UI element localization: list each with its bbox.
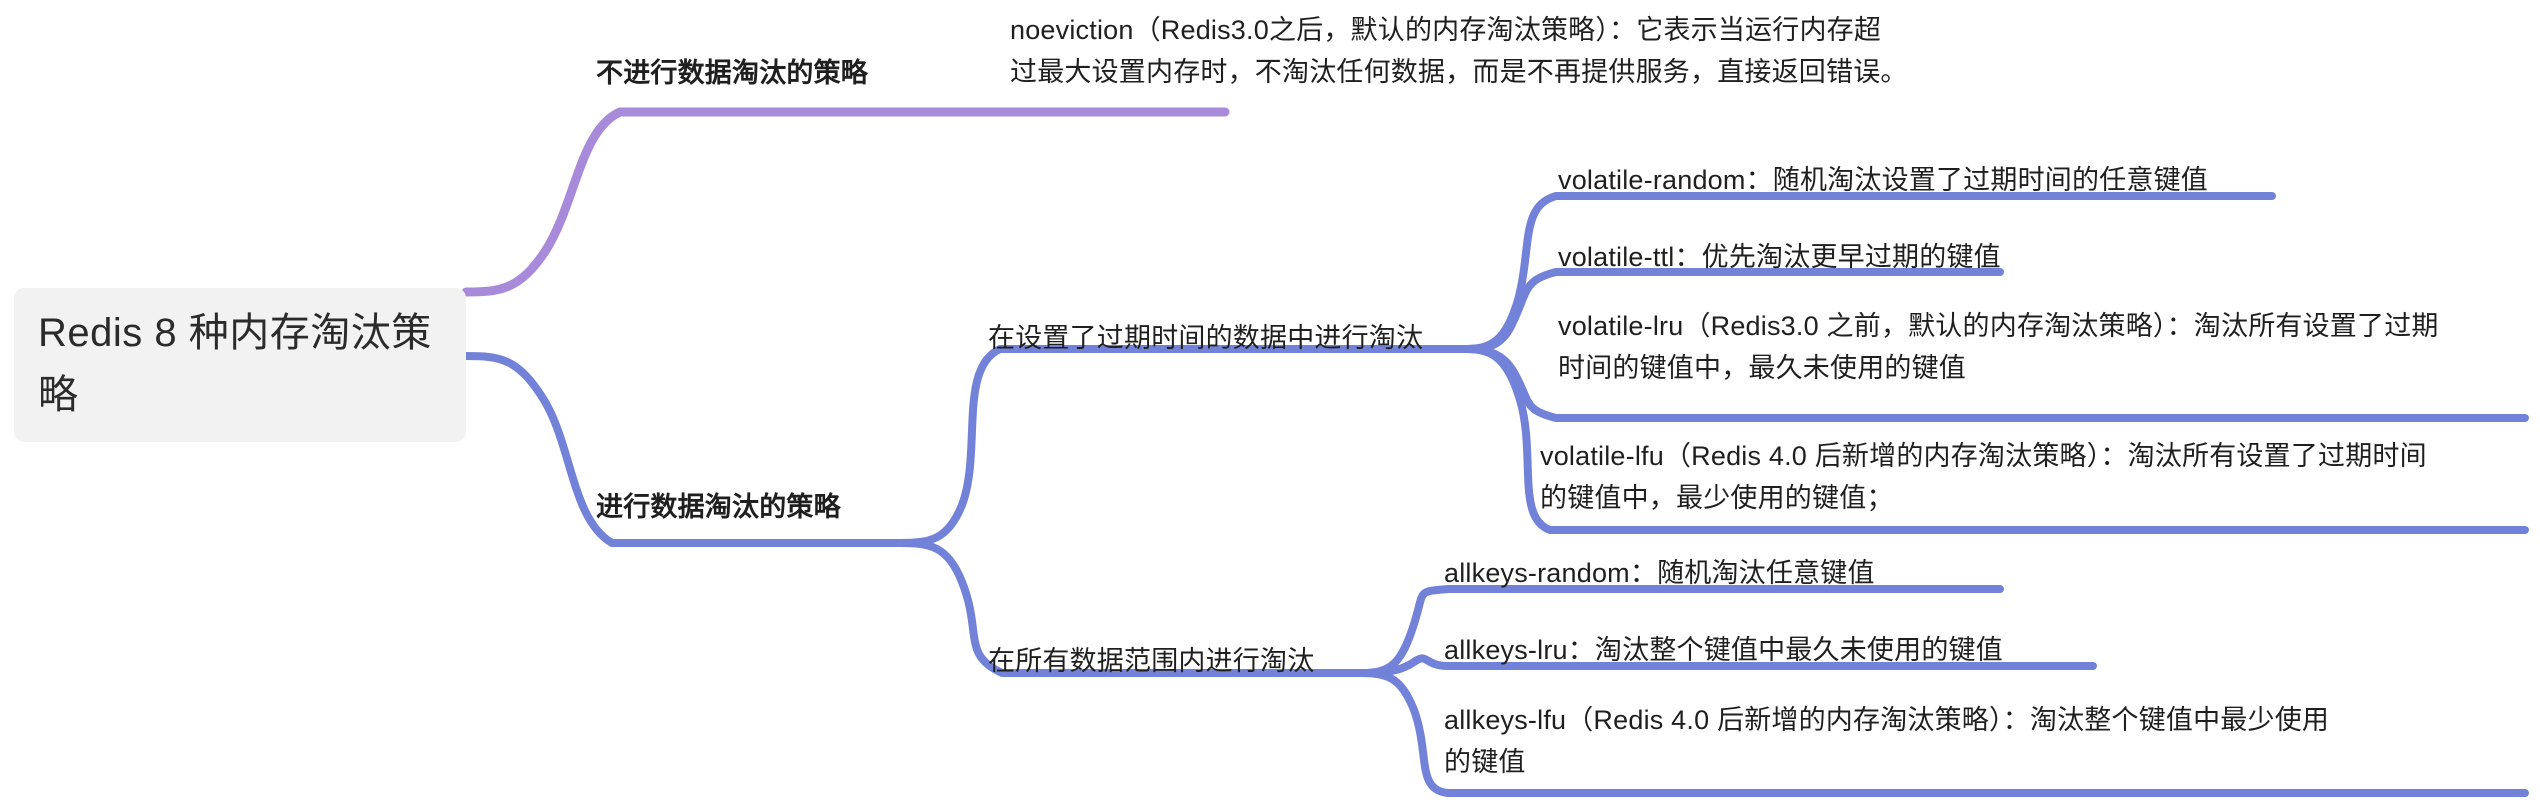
leaf-volatile-lru[interactable]: volatile-lru（Redis3.0 之前，默认的内存淘汰策略）：淘汰所有… bbox=[1558, 311, 2439, 383]
connector-root-to-noeviction-branch bbox=[461, 107, 1230, 297]
leaf-volatile-ttl[interactable]: volatile-ttl：优先淘汰更早过期的键值 bbox=[1558, 242, 2001, 272]
group-label-volatile[interactable]: 在设置了过期时间的数据中进行淘汰 bbox=[988, 323, 1424, 353]
branch-label-eviction[interactable]: 进行数据淘汰的策略 bbox=[596, 492, 841, 522]
leaf-allkeys-lru[interactable]: allkeys-lru：淘汰整个键值中最久未使用的键值 bbox=[1444, 635, 2003, 665]
leaf-volatile-lfu[interactable]: volatile-lfu（Redis 4.0 后新增的内存淘汰策略）：淘汰所有设… bbox=[1540, 441, 2427, 513]
root-node[interactable]: Redis 8 种内存淘汰策略 bbox=[14, 288, 466, 442]
group-label-allkeys[interactable]: 在所有数据范围内进行淘汰 bbox=[988, 646, 1315, 676]
leaf-noeviction[interactable]: noeviction（Redis3.0之后，默认的内存淘汰策略）：它表示当运行内… bbox=[1010, 15, 1908, 87]
branch-label-no-eviction[interactable]: 不进行数据淘汰的策略 bbox=[596, 58, 868, 88]
leaf-allkeys-lfu[interactable]: allkeys-lfu（Redis 4.0 后新增的内存淘汰策略）：淘汰整个键值… bbox=[1444, 705, 2330, 777]
leaf-volatile-random[interactable]: volatile-random：随机淘汰设置了过期时间的任意键值 bbox=[1558, 165, 2208, 195]
leaf-allkeys-random[interactable]: allkeys-random：随机淘汰任意键值 bbox=[1444, 558, 1875, 588]
connector-eviction-to-volatile-group bbox=[896, 345, 1470, 547]
